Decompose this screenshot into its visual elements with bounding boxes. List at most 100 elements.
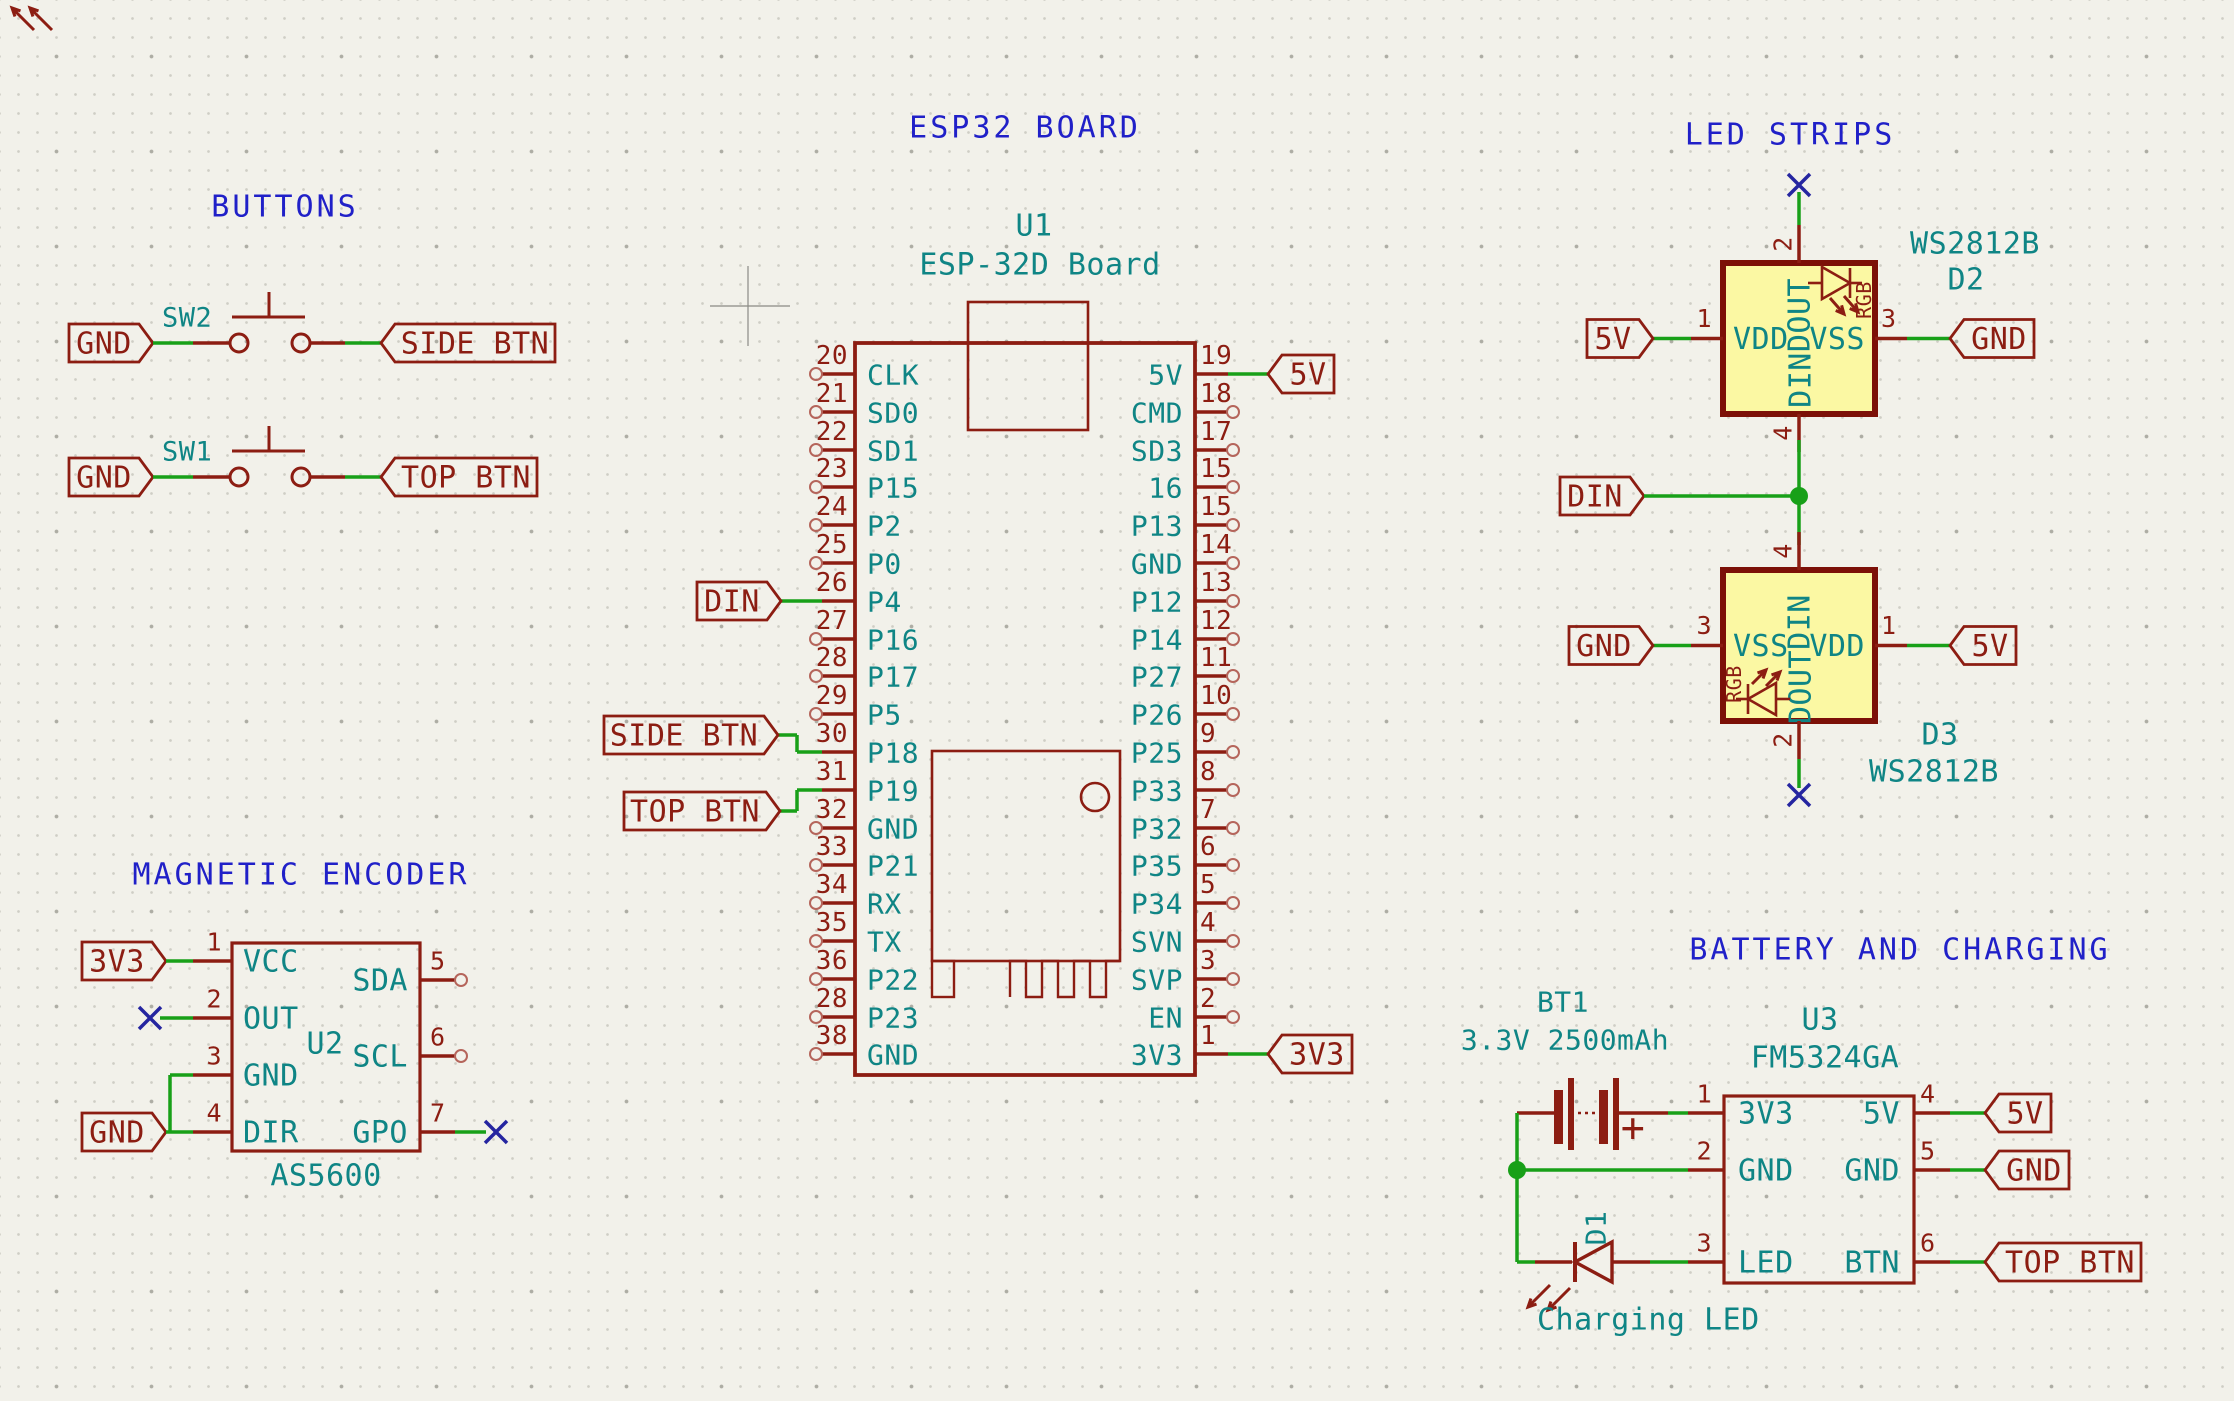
chip-body[interactable] <box>1722 1094 1916 1285</box>
global-label-3v3[interactable]: 3V3 <box>1266 1033 1354 1075</box>
global-label-shape[interactable] <box>67 456 155 498</box>
global-label-text[interactable]: GND <box>2006 1154 2062 1189</box>
switch-sw1[interactable]: GND TOP BTN SW1 <box>67 426 539 498</box>
global-label-text[interactable]: 5V <box>2006 1097 2043 1132</box>
global-label-top-btn[interactable]: TOP BTN <box>379 456 539 498</box>
global-label-side-btn[interactable]: SIDE BTN <box>602 714 780 756</box>
global-label-text[interactable]: 5V <box>1289 358 1326 393</box>
global-label-text[interactable]: 5V <box>1594 322 1631 357</box>
component-ref[interactable]: D2 <box>1947 263 1984 298</box>
global-label-shape[interactable] <box>379 456 539 498</box>
global-label-text[interactable]: GND <box>76 461 132 496</box>
global-label-shape[interactable] <box>602 714 780 756</box>
global-label-gnd[interactable]: GND <box>1983 1149 2071 1191</box>
global-label-shape[interactable] <box>80 940 168 982</box>
no-connect-x[interactable] <box>137 1005 163 1031</box>
global-label-gnd[interactable]: GND <box>1948 318 2036 359</box>
global-label-text[interactable]: TOP BTN <box>630 795 760 830</box>
global-label-text[interactable]: 5V <box>1971 629 2008 664</box>
global-label-din[interactable]: DIN <box>695 580 783 622</box>
module-shield-tab[interactable] <box>966 300 1090 432</box>
section-title-buttons[interactable]: BUTTONS <box>211 190 358 225</box>
component-value[interactable]: 3.3V 2500mAh <box>1461 1024 1669 1057</box>
no-connect-x[interactable] <box>483 1119 509 1145</box>
led-symbol[interactable] <box>1571 1239 1614 1285</box>
global-label-shape[interactable] <box>1266 1033 1354 1075</box>
global-label-top-btn[interactable]: TOP BTN <box>622 790 782 832</box>
component-value[interactable]: ESP-32D Board <box>919 248 1160 283</box>
component-ref[interactable]: D1 <box>1580 1211 1613 1246</box>
global-label-5v[interactable]: 5V <box>1585 318 1655 359</box>
global-label-shape[interactable] <box>1948 625 2018 666</box>
component-ref[interactable]: U2 <box>306 1027 343 1062</box>
component-caption[interactable]: Charging LED <box>1537 1303 1760 1338</box>
component-ref[interactable]: BT1 <box>1537 986 1589 1019</box>
section-title-battery[interactable]: BATTERY AND CHARGING <box>1689 933 2110 968</box>
section-title-esp32[interactable]: ESP32 BOARD <box>909 111 1141 146</box>
component-ref[interactable]: U1 <box>1015 209 1052 244</box>
section-title-led-strips[interactable]: LED STRIPS <box>1685 118 1896 153</box>
component-value[interactable]: AS5600 <box>270 1159 381 1194</box>
switch-contact[interactable] <box>290 466 312 488</box>
global-label-shape[interactable] <box>1983 1092 2053 1134</box>
global-label-text[interactable]: SIDE BTN <box>401 327 550 362</box>
global-label-shape[interactable] <box>1585 318 1655 359</box>
global-label-gnd[interactable]: GND <box>67 456 155 498</box>
switch-sw2[interactable]: GND SIDE BTN SW2 <box>67 292 557 364</box>
global-label-text[interactable]: DIN <box>704 585 760 620</box>
component-value[interactable]: WS2812B <box>1869 755 1999 790</box>
global-label-shape[interactable] <box>695 580 783 622</box>
global-label-text[interactable]: TOP BTN <box>401 461 531 496</box>
switch-ref[interactable]: SW2 <box>162 303 212 334</box>
switch-contact[interactable] <box>228 466 250 488</box>
global-label-text[interactable]: TOP BTN <box>2005 1246 2135 1281</box>
switch-contact[interactable] <box>228 332 250 354</box>
chip-body[interactable] <box>853 341 1197 1077</box>
global-label-5v[interactable]: 5V <box>1948 625 2018 666</box>
component-value[interactable]: FM5324GA <box>1751 1041 1900 1076</box>
wire-junction[interactable] <box>1790 487 1808 505</box>
global-label-shape[interactable] <box>1266 353 1336 395</box>
global-label-shape[interactable] <box>67 322 155 364</box>
global-label-text[interactable]: DIN <box>1567 480 1623 515</box>
antenna-block[interactable] <box>930 959 956 999</box>
global-label-text[interactable]: GND <box>76 327 132 362</box>
switch-ref[interactable]: SW1 <box>162 437 212 468</box>
global-label-text[interactable]: GND <box>1576 629 1632 664</box>
global-label-shape[interactable] <box>1567 625 1655 666</box>
global-label-shape[interactable] <box>80 1111 168 1153</box>
global-label-shape[interactable] <box>1983 1149 2071 1191</box>
global-label-text[interactable]: 3V3 <box>1289 1038 1345 1073</box>
global-label-gnd[interactable]: GND <box>67 322 155 364</box>
global-label-text[interactable]: SIDE BTN <box>610 719 759 754</box>
global-label-shape[interactable] <box>1558 475 1646 517</box>
global-label-top-btn[interactable]: TOP BTN <box>1983 1241 2143 1283</box>
global-label-shape[interactable] <box>379 322 557 364</box>
component-value[interactable]: WS2812B <box>1910 227 2040 262</box>
global-label-gnd[interactable]: GND <box>80 1111 168 1153</box>
no-connect-x[interactable] <box>1786 172 1812 198</box>
section-title-encoder[interactable]: MAGNETIC ENCODER <box>133 858 470 893</box>
global-label-shape[interactable] <box>1983 1241 2143 1283</box>
chip-body[interactable] <box>230 941 422 1153</box>
global-label-3v3[interactable]: 3V3 <box>80 940 168 982</box>
global-label-text[interactable]: GND <box>89 1116 145 1151</box>
global-label-shape[interactable] <box>1948 318 2036 359</box>
global-label-din[interactable]: DIN <box>1558 475 1646 517</box>
global-label-5v[interactable]: 5V <box>1266 353 1336 395</box>
global-label-text[interactable]: GND <box>1971 322 2027 357</box>
component-ref[interactable]: U3 <box>1801 1003 1838 1038</box>
component-ref[interactable]: D3 <box>1921 718 1958 753</box>
global-label-gnd[interactable]: GND <box>1567 625 1655 666</box>
no-connect-x[interactable] <box>1786 782 1812 808</box>
global-label-5v[interactable]: 5V <box>1983 1092 2053 1134</box>
switch-contact[interactable] <box>290 332 312 354</box>
global-label-side-btn[interactable]: SIDE BTN <box>379 322 557 364</box>
